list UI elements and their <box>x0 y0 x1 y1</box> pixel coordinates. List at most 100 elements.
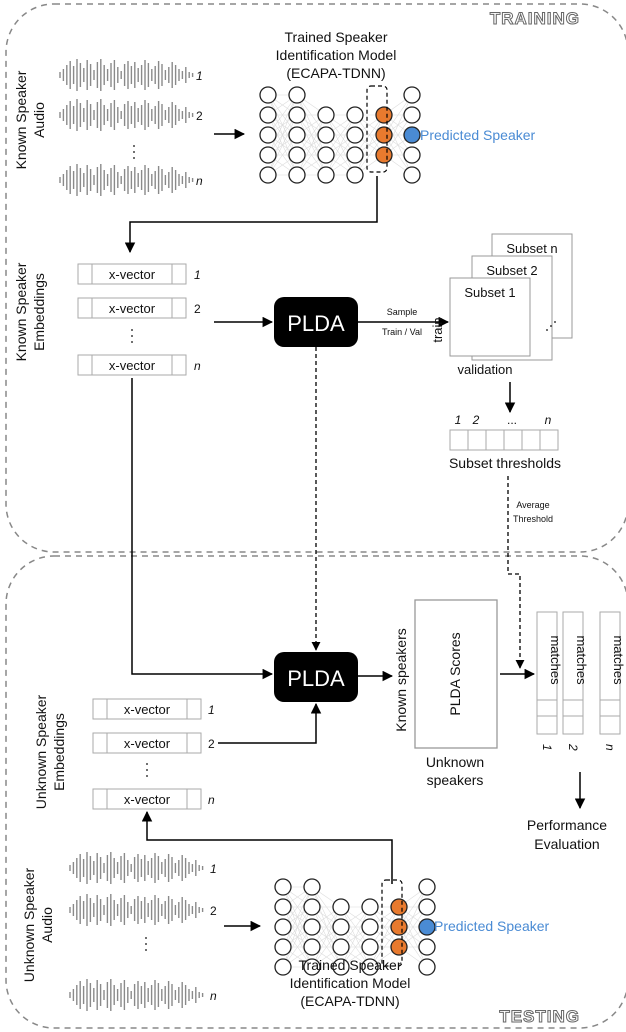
ellipsis-icon <box>131 329 133 343</box>
svg-text:x-vector: x-vector <box>109 301 156 316</box>
network-node <box>303 878 321 896</box>
svg-text:Subset 1: Subset 1 <box>464 285 515 300</box>
known-embeddings-to-plda-arrow <box>131 378 274 680</box>
network-node <box>259 146 277 164</box>
network-node <box>361 898 379 916</box>
network-node <box>259 126 277 144</box>
waveform-icon <box>59 164 194 196</box>
svg-text:(ECAPA-TDNN): (ECAPA-TDNN) <box>300 993 399 1009</box>
train-label: train <box>430 317 445 342</box>
known-speaker-embeddings-label: Known Speaker Embeddings <box>13 262 47 361</box>
row-index-1: 1 <box>210 862 217 876</box>
evaluation-label: Evaluation <box>534 836 599 852</box>
network-node <box>346 166 364 184</box>
match-column: matches <box>536 611 563 735</box>
svg-text:matches: matches <box>574 635 589 685</box>
threshold-ellipsis: ... <box>507 413 517 427</box>
network-node <box>259 166 277 184</box>
network-node <box>418 938 436 956</box>
svg-text:(ECAPA-TDNN): (ECAPA-TDNN) <box>286 65 385 81</box>
row-index-2: 2 <box>210 904 217 918</box>
network-node <box>288 166 306 184</box>
match-index-2: 2 <box>566 743 580 751</box>
waveform-icon <box>59 99 194 131</box>
network-node <box>390 898 408 916</box>
ellipsis-icon <box>145 937 147 951</box>
network-node <box>317 146 335 164</box>
predicted-speaker-label: Predicted Speaker <box>434 918 550 934</box>
model-to-unknown-embeddings-arrow <box>141 810 393 884</box>
validation-label: validation <box>458 362 513 377</box>
row-index-2: 2 <box>208 737 215 751</box>
network-node <box>375 146 393 164</box>
unknown-speakers-label-1: Unknown <box>426 754 484 770</box>
row-index-n: n <box>208 793 215 807</box>
threshold-index-2: 2 <box>472 413 480 427</box>
unknown-speaker-audio-label: Unknown Speaker Audio <box>21 867 55 982</box>
match-column: matches <box>562 611 589 735</box>
average-label: Average <box>516 500 549 510</box>
network-node <box>332 938 350 956</box>
network-node <box>403 106 421 124</box>
average-threshold-arrow <box>507 476 525 669</box>
svg-text:x-vector: x-vector <box>124 792 171 807</box>
network-node <box>303 898 321 916</box>
row-index-n: n <box>210 989 217 1003</box>
embedding-layer-highlight <box>381 879 403 967</box>
waveform-icon <box>69 852 204 884</box>
xvector-row: x-vector <box>77 354 187 376</box>
testing-section-label: TESTING <box>499 1007 580 1026</box>
match-column: matches <box>599 611 626 735</box>
network-node <box>274 938 292 956</box>
network-node <box>361 938 379 956</box>
xvector-row: x-vector <box>92 732 202 754</box>
network-node <box>375 106 393 124</box>
svg-text:Embeddings: Embeddings <box>51 713 67 791</box>
svg-text:Unknown Speaker: Unknown Speaker <box>21 867 37 982</box>
xvector-row: x-vector <box>77 297 187 319</box>
embedding-layer-highlight <box>366 85 388 173</box>
unknown-speakers-label-2: speakers <box>427 772 484 788</box>
network-node <box>418 958 436 976</box>
neural-network <box>259 86 421 184</box>
plda-scores-matrix <box>414 599 498 749</box>
neural-network <box>274 878 436 976</box>
row-index-n: n <box>194 359 201 373</box>
training-section-label: TRAINING <box>490 9 580 28</box>
svg-text:Unknown Speaker: Unknown Speaker <box>33 694 49 809</box>
plda-label: PLDA <box>287 666 345 691</box>
subset-card: Subset 1 <box>449 277 531 357</box>
ellipsis-icon <box>133 145 135 159</box>
network-node <box>288 86 306 104</box>
row-index-n: n <box>196 174 203 188</box>
row-index-1: 1 <box>196 69 203 83</box>
svg-text:Trained Speaker: Trained Speaker <box>285 29 388 45</box>
network-node <box>317 106 335 124</box>
threshold-label: Threshold <box>513 514 553 524</box>
model-title: Trained Speaker Identification Model (EC… <box>290 957 411 1009</box>
network-node <box>274 898 292 916</box>
svg-text:Audio: Audio <box>31 102 47 138</box>
network-node <box>332 958 350 976</box>
network-node <box>346 106 364 124</box>
network-node <box>288 106 306 124</box>
svg-text:Known Speaker: Known Speaker <box>13 70 29 169</box>
ellipsis-icon <box>146 763 148 777</box>
testing-panel <box>5 555 626 1029</box>
network-node <box>418 918 436 936</box>
svg-text:x-vector: x-vector <box>109 358 156 373</box>
threshold-cells <box>449 429 559 451</box>
training-panel <box>5 3 626 553</box>
model-to-embeddings-arrow <box>124 176 378 254</box>
waveform-icon <box>69 894 204 926</box>
xvector-row: x-vector <box>92 788 202 810</box>
svg-text:x-vector: x-vector <box>124 702 171 717</box>
network-node <box>332 898 350 916</box>
waveform-icon <box>59 59 194 91</box>
svg-text:matches: matches <box>611 635 626 685</box>
network-node <box>303 958 321 976</box>
svg-text:Subset n: Subset n <box>506 241 557 256</box>
svg-text:x-vector: x-vector <box>109 267 156 282</box>
plda-block-training <box>274 297 358 347</box>
